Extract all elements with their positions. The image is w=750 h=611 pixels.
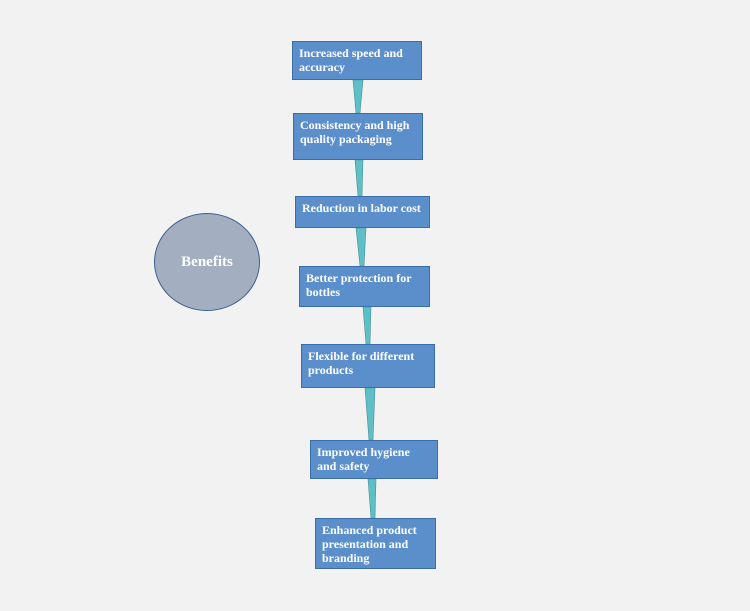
step-box-2: Consistency and high quality packaging: [293, 113, 423, 160]
step-box-1: Increased speed and accuracy: [292, 41, 422, 80]
step-label-5: Flexible for different products: [308, 349, 415, 377]
step-label-7: Enhanced product presentation and brandi…: [322, 523, 417, 565]
connector-1: [352, 79, 364, 114]
step-box-4: Better protection for bottles: [299, 266, 430, 307]
step-box-3: Reduction in labor cost: [295, 196, 430, 228]
connector-2: [354, 159, 364, 197]
step-label-3: Reduction in labor cost: [302, 201, 421, 215]
step-label-2: Consistency and high quality packaging: [300, 118, 410, 146]
connector-6: [367, 478, 377, 519]
step-box-7: Enhanced product presentation and brandi…: [315, 518, 436, 569]
step-label-1: Increased speed and accuracy: [299, 46, 403, 74]
step-label-6: Improved hygiene and safety: [317, 445, 410, 473]
connector-5: [364, 387, 376, 441]
step-box-5: Flexible for different products: [301, 344, 435, 388]
benefits-label: Benefits: [181, 253, 233, 270]
connector-3: [355, 227, 367, 267]
benefits-circle: Benefits: [154, 213, 260, 311]
step-box-6: Improved hygiene and safety: [310, 440, 438, 479]
connector-4: [362, 306, 372, 345]
step-label-4: Better protection for bottles: [306, 271, 412, 299]
